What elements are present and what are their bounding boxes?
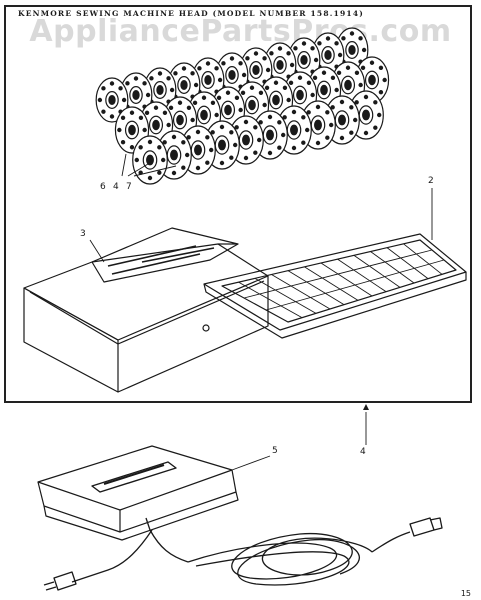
callout-part-2: 2 [428,176,434,186]
tray-divider [271,274,331,310]
tray-divider [304,266,359,301]
page-number: 15 [460,589,471,598]
tray-divider [386,247,429,280]
callout-part-4: 4 [113,182,119,192]
tray-divider [265,259,445,311]
tray-divider [370,251,415,284]
callout-leaders [89,153,433,471]
cam-tray [203,233,467,339]
watermark: AppliancePartsPros.com [29,14,452,49]
diagram-title: KENMORE SEWING MACHINE HEAD (MODEL NUMBE… [18,9,365,18]
foot-control-pedal [37,445,239,541]
tray-divider [238,281,303,319]
tray-divider [403,243,443,275]
tray-divider [320,262,373,297]
tray-divider [287,270,345,306]
diagram-frame [4,5,472,403]
callout-part-3: 3 [80,229,86,239]
callout-part-7: 7 [126,182,132,192]
callout-part-6: 6 [100,182,106,192]
arrow-icon [363,404,369,410]
cam-disc [239,47,273,93]
tray-divider [337,258,387,293]
callout-part-4-cord: 4 [360,447,366,457]
power-cord [43,517,443,591]
tray-divider [254,277,317,314]
accessory-case [23,227,269,393]
cam-disc [132,135,168,185]
tray-divider [353,254,401,288]
tray-divider [243,249,433,299]
cam-stack-illustration [95,27,390,185]
callout-part-5: 5 [272,446,278,456]
